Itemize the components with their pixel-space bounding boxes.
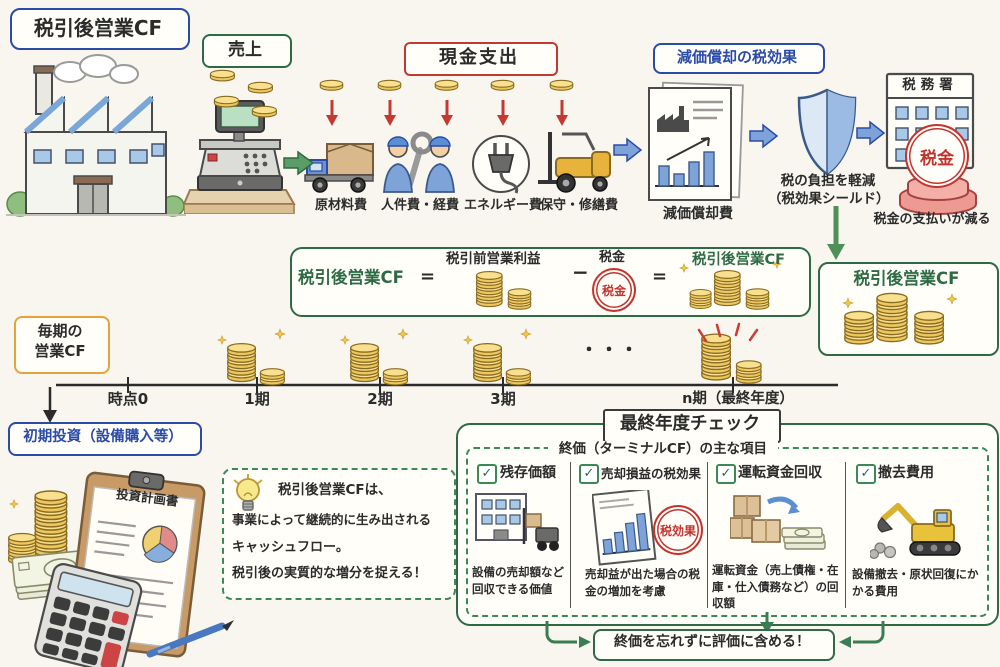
formula-lhs: 税引後営業CF (298, 268, 404, 287)
note-line3: キャッシュフロー。 (232, 540, 349, 555)
checkbox-icon-residual: ✓ (477, 464, 497, 484)
note-box (222, 468, 456, 600)
checkbox-icon-removal: ✓ (856, 464, 876, 484)
periodic-cf-box (14, 316, 110, 374)
pen-icon (146, 620, 234, 658)
expense-label-labor: 人件費・経費 (380, 198, 459, 213)
expenses-to-depreciation-arrow (613, 138, 642, 162)
cash-register-illustration (184, 100, 296, 214)
timeline-dots: ・・・ (580, 340, 640, 361)
sale-gain-illustration (592, 490, 657, 566)
formula-term2: 税金 (599, 250, 626, 265)
final-check-title: 最終年度チェック (620, 414, 760, 434)
tax-reduced-caption: 税金の支払いが減る (873, 212, 991, 227)
tax-stamp-office: 税金 (905, 124, 969, 188)
check-label-residual: 残存価額 (500, 465, 556, 481)
column-divider-1 (570, 462, 571, 608)
note-line1: 税引後営業CFは、 (278, 482, 392, 498)
expense-label-energy: エネルギー費 (463, 198, 542, 213)
formula-equals: = (420, 266, 436, 287)
removal-cost-caption: 設備撤去・原状回復にかかる費用 (852, 567, 979, 598)
final-check-subtitle: 終価（ターミナルCF）の主な項目 (548, 441, 778, 458)
depreciation-label: 減価償却の税効果 (676, 48, 797, 66)
residual-value-caption: 設備の売却額など回収できる価値 (472, 565, 564, 596)
residual-value-illustration (475, 493, 559, 551)
initial-investment-box (8, 422, 202, 456)
expense-label-materials: 原材料費 (314, 198, 367, 213)
formula-rhs: 税引後営業CF (692, 252, 786, 268)
investment-plan-illustration (8, 470, 234, 667)
final-period-emphasis-rays (697, 322, 759, 343)
note-line2: 事業によって継続的に生み出される (232, 512, 432, 527)
formula-term1: 税引前営業利益 (446, 251, 541, 267)
final-check-title-box (603, 409, 781, 443)
factory-illustration (6, 54, 186, 217)
final-check-footer: 終価を忘れずに評価に含める！ (614, 634, 810, 650)
workers-icon (383, 131, 455, 193)
initial-investment-label: 初期投資（設備購入等） (23, 429, 183, 445)
sales-box (202, 34, 292, 68)
cash-out-box (404, 42, 558, 76)
periodic-cf-line1: 毎期の (37, 322, 83, 340)
timeline-label-p1: 1期 (244, 390, 270, 408)
timeline-label-pn: n期（最終年度） (682, 391, 794, 407)
doc-to-shield-arrow (749, 124, 778, 148)
tax-office-label: 税務署 (902, 77, 958, 93)
shield-caption-line2: （税効果シールド） (768, 191, 890, 207)
depreciation-doc-illustration (648, 81, 744, 201)
shield-to-result-arrow (827, 206, 845, 260)
expense-down-arrows (324, 98, 570, 128)
sales-label: 売上 (228, 40, 262, 60)
expense-label-maintenance: 保守・修繕費 (539, 198, 618, 213)
tax-effect-badge: 税効果 (653, 505, 703, 555)
title-box (10, 8, 190, 50)
formula-minus: − (572, 260, 589, 284)
sale-gain-caption: 売却益が出た場合の税金の増加を考慮 (585, 567, 700, 598)
column-divider-2 (707, 462, 708, 608)
timeline-label-t0: 時点0 (107, 390, 149, 408)
lightbulb-icon (233, 474, 263, 511)
final-check-footer-box (593, 629, 835, 661)
periodic-cf-line2: 営業CF (34, 342, 86, 360)
tax-shield-icon (797, 88, 857, 176)
plug-icon (472, 135, 530, 194)
note-line4: 税引後の実質的な増分を捉える！ (232, 566, 427, 581)
page-title: 税引後営業CF (33, 16, 163, 40)
forklift-icon (538, 132, 611, 193)
working-capital-illustration (730, 495, 826, 550)
removal-cost-illustration (870, 503, 961, 559)
depreciation-doc-caption: 減価償却費 (663, 206, 733, 222)
formula-equals2: = (652, 266, 668, 287)
checkbox-icon-sale-gain: ✓ (579, 464, 599, 484)
checkbox-icon-working-capital: ✓ (716, 464, 736, 484)
initial-investment-arrow (43, 387, 57, 423)
truck-icon (304, 143, 374, 193)
check-label-working-capital: 運転資金回収 (738, 465, 822, 481)
shield-to-office-arrow (856, 121, 885, 145)
result-box-label: 税引後営業CF (853, 269, 960, 288)
cash-out-label: 現金支出 (439, 47, 519, 68)
shield-caption-line1: 税の負担を軽減 (780, 173, 876, 189)
check-label-sale-gain: 売却損益の税効果 (601, 466, 702, 481)
working-capital-caption: 運転資金（売上債権・在庫・仕入債務など）の回収額 (712, 563, 839, 611)
timeline-label-p2: 2期 (367, 390, 393, 408)
depreciation-box (653, 43, 825, 74)
timeline-label-p3: 3期 (490, 390, 516, 408)
tax-stamp-formula: 税金 (592, 268, 636, 312)
column-divider-3 (845, 462, 846, 608)
check-label-removal: 撤去費用 (878, 465, 934, 481)
